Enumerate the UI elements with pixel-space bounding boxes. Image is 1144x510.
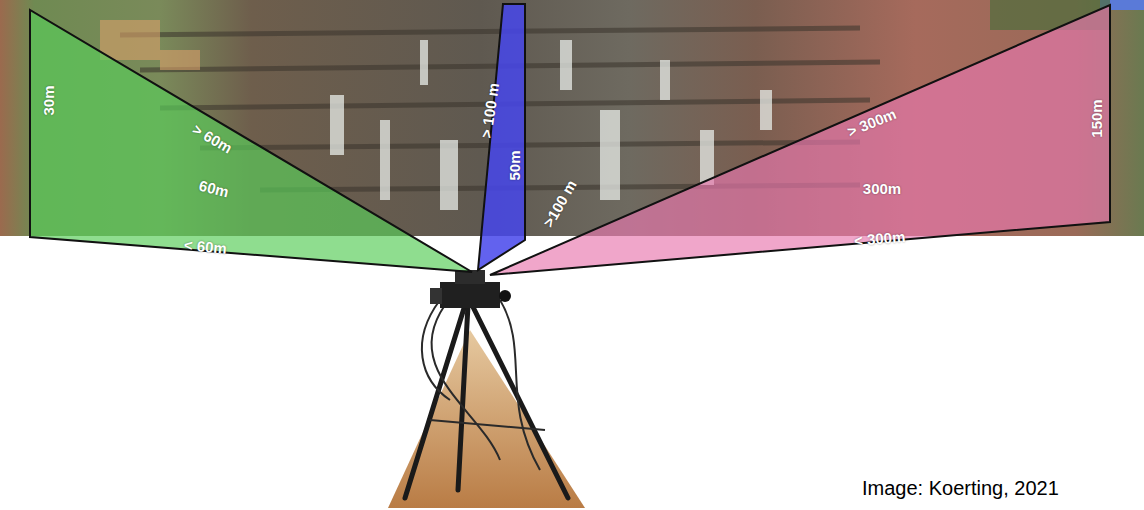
distance-label: 300m xyxy=(863,180,901,197)
triangle-outline xyxy=(30,10,472,272)
coverage-triangle: > 100 m50m>100 m xyxy=(478,4,525,270)
coverage-triangle: > 300m300m< 300m150m xyxy=(490,5,1110,275)
image-credit: Image: Koerting, 2021 xyxy=(862,477,1059,500)
triangle-outline xyxy=(490,5,1110,275)
coverage-triangle: 30m> 60m60m< 60m xyxy=(30,10,472,272)
distance-label: < 300m xyxy=(854,227,907,248)
distance-label: < 60m xyxy=(183,236,227,257)
distance-label: 150m xyxy=(1088,99,1105,137)
distance-label: 50m xyxy=(506,150,523,180)
distance-label: 30m xyxy=(40,85,57,115)
